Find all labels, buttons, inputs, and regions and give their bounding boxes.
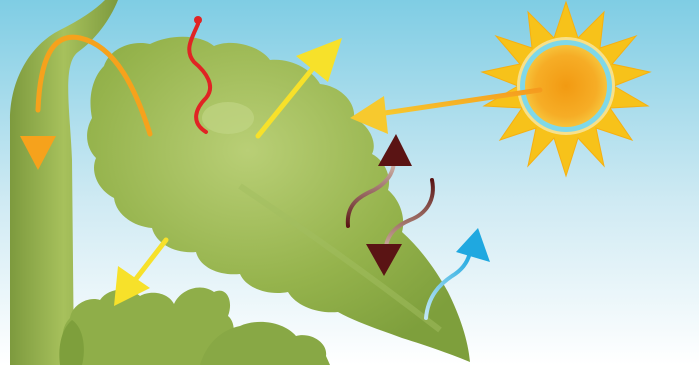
leaf-highlight xyxy=(202,102,254,134)
